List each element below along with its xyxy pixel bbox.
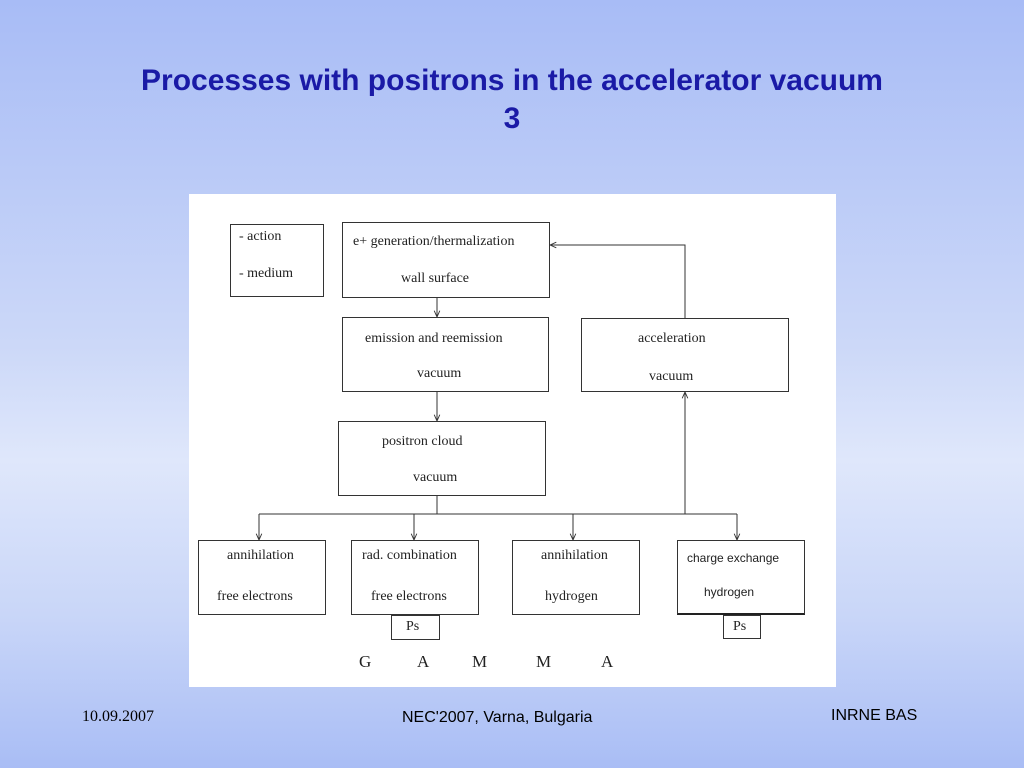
node-action-label: annihilation	[541, 548, 608, 563]
connector-lines	[189, 194, 836, 687]
footer-organization: INRNE BAS	[831, 707, 918, 724]
node-medium-label: vacuum	[417, 366, 462, 381]
legend-medium: - medium	[239, 266, 294, 281]
node-medium-label: wall surface	[401, 271, 470, 286]
ps-label: Ps	[406, 619, 420, 634]
title-number: 3	[503, 102, 521, 135]
footer-date: 10.09.2007	[82, 708, 154, 725]
node-medium-label: free electrons	[371, 589, 447, 604]
node-positron-cloud: positron cloud vacuum	[338, 421, 546, 496]
gamma-letter: A	[417, 652, 430, 671]
slide-title: Processes with positrons in the accelera…	[40, 62, 984, 138]
footer-conference: NEC'2007, Varna, Bulgaria	[402, 709, 593, 726]
process-diagram: - action - medium e+ generation/thermali…	[189, 194, 836, 687]
node-charge-exchange: charge exchange hydrogen	[677, 540, 805, 615]
legend-box: - action - medium	[230, 224, 324, 297]
node-medium-label: vacuum	[649, 369, 694, 384]
node-medium-label: hydrogen	[545, 589, 598, 604]
gamma-letter: M	[536, 652, 552, 671]
node-action-label: annihilation	[227, 548, 294, 563]
ps-label: Ps	[733, 619, 747, 634]
node-action-label: e+ generation/thermalization	[353, 234, 515, 249]
node-acceleration: acceleration vacuum	[581, 318, 789, 392]
node-medium-label: free electrons	[217, 589, 293, 604]
gamma-letter: A	[601, 652, 614, 671]
node-action-label: charge exchange	[687, 551, 780, 565]
node-annihilation-free: annihilation free electrons	[198, 540, 326, 615]
title-text: Processes with positrons in the accelera…	[141, 64, 883, 97]
gamma-letter: G	[359, 652, 372, 671]
product-ps-rad-combination: Ps	[391, 615, 440, 640]
node-action-label: emission and reemission	[365, 331, 503, 346]
arrow-acceleration-to-generation	[550, 245, 686, 318]
node-rad-combination: rad. combination free electrons	[351, 540, 479, 615]
node-action-label: positron cloud	[382, 434, 463, 449]
product-ps-charge-exchange: Ps	[723, 615, 761, 639]
node-emission: emission and reemission vacuum	[342, 317, 549, 392]
node-action-label: rad. combination	[362, 548, 457, 563]
gamma-letter: M	[472, 652, 488, 671]
node-annihilation-hydrogen: annihilation hydrogen	[512, 540, 640, 615]
node-generation: e+ generation/thermalization wall surfac…	[342, 222, 550, 298]
node-medium-label: hydrogen	[704, 585, 755, 599]
node-medium-label: vacuum	[413, 470, 458, 485]
legend-action: - action	[239, 229, 282, 244]
node-action-label: acceleration	[638, 331, 706, 346]
